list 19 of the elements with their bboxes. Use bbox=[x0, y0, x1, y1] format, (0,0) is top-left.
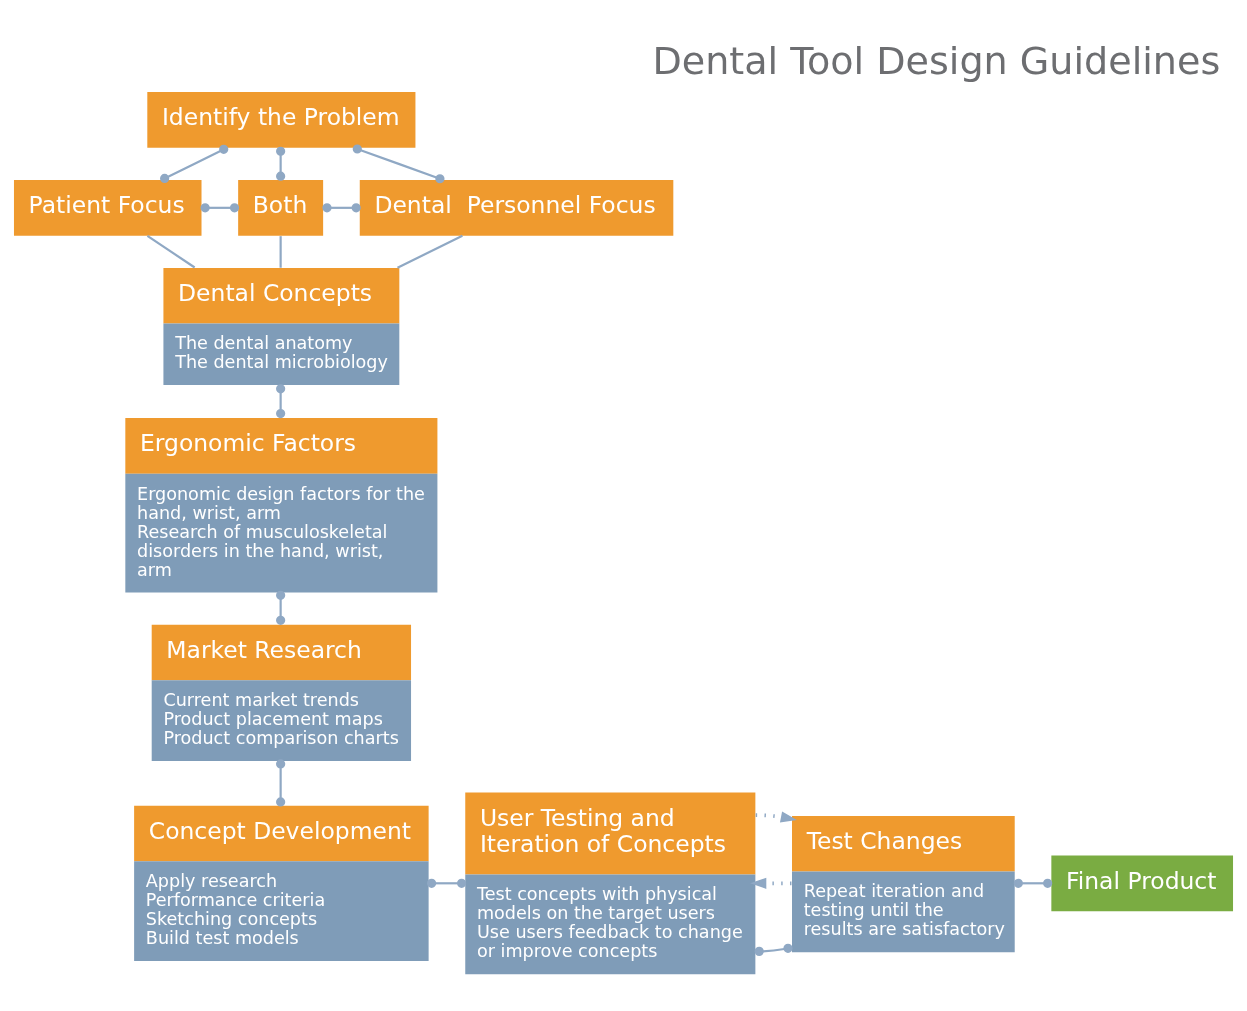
connector bbox=[279, 235, 282, 268]
node-box: Patient Focus bbox=[13, 179, 202, 236]
connector bbox=[426, 878, 467, 888]
connector bbox=[352, 143, 445, 183]
connector bbox=[276, 758, 286, 807]
connector bbox=[200, 202, 240, 212]
connector bbox=[146, 234, 196, 268]
arrow bbox=[755, 810, 797, 822]
node-box: Final Product bbox=[1051, 854, 1234, 911]
node-box: Dental Personnel Focus bbox=[359, 179, 674, 236]
connector bbox=[397, 234, 463, 269]
connector bbox=[1013, 878, 1053, 888]
arrow bbox=[750, 877, 792, 889]
connector bbox=[160, 144, 229, 183]
node-box: Both bbox=[238, 179, 324, 236]
connector bbox=[754, 943, 793, 956]
diagram-title: Dental Tool Design Guidelines bbox=[652, 38, 1221, 83]
node-box: Identify the Problem bbox=[147, 91, 416, 148]
connector bbox=[322, 202, 361, 212]
